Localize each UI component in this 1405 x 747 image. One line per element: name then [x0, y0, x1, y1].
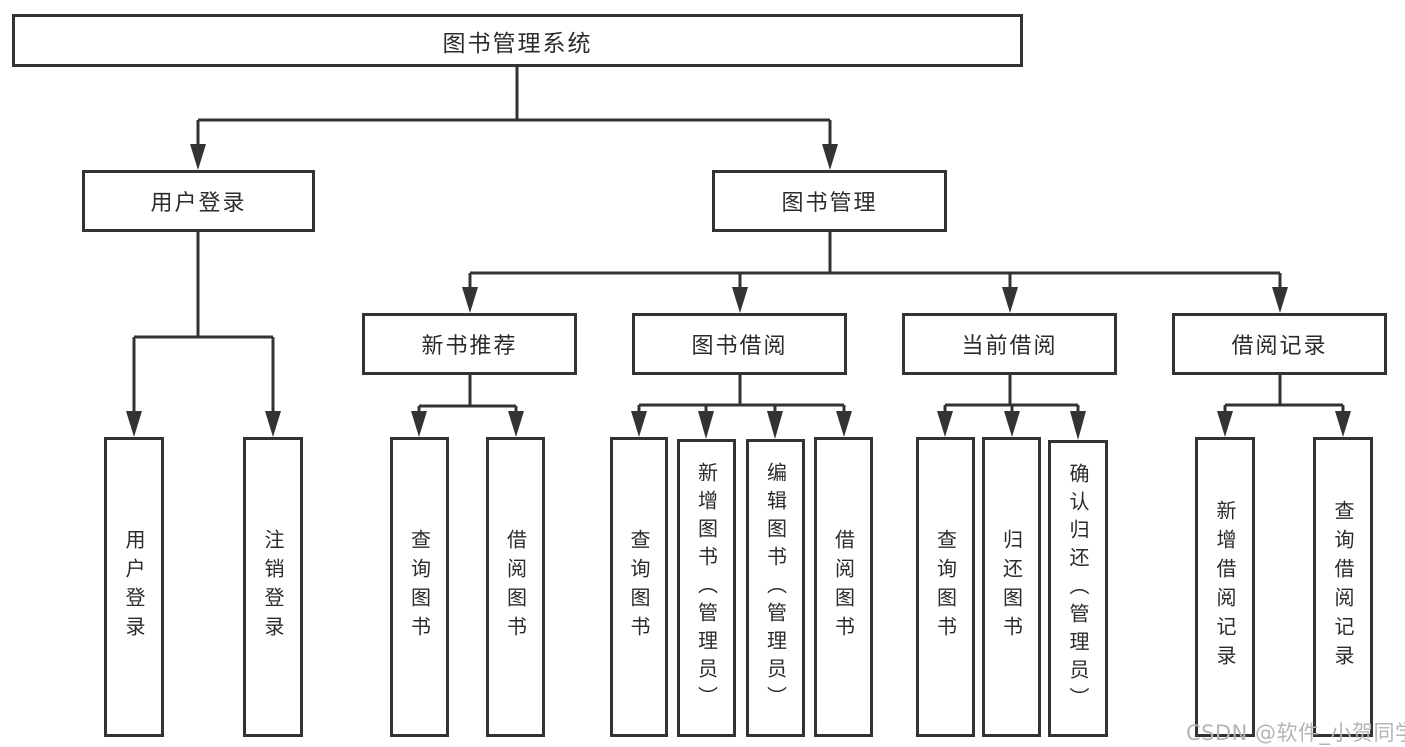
node-new-book-recommendation: 新书推荐	[362, 313, 577, 375]
node-book-borrowing: 图书借阅	[632, 313, 847, 375]
leaf-query-books-recommend: 查询图书	[390, 437, 449, 737]
node-borrowing-records: 借阅记录	[1172, 313, 1387, 375]
node-library-management-system: 图书管理系统	[12, 14, 1023, 67]
leaf-edit-books-admin: 编辑图书（管理员）	[746, 439, 805, 737]
node-user-login: 用户登录	[82, 170, 315, 232]
leaf-user-login: 用户登录	[104, 437, 164, 737]
leaf-query-books-current: 查询图书	[916, 437, 975, 737]
csdn-watermark: CSDN @软件_小贺同学	[1186, 721, 1405, 745]
leaf-query-books-borrow: 查询图书	[610, 437, 668, 737]
leaf-borrow-books: 借阅图书	[814, 437, 873, 737]
node-book-management: 图书管理	[712, 170, 947, 232]
leaf-query-borrow-record: 查询借阅记录	[1313, 437, 1373, 737]
leaf-logout: 注销登录	[243, 437, 303, 737]
leaf-confirm-return-admin: 确认归还（管理员）	[1048, 440, 1108, 737]
leaf-add-borrow-record: 新增借阅记录	[1195, 437, 1255, 737]
leaf-borrow-books-recommend: 借阅图书	[486, 437, 545, 737]
node-current-borrowing: 当前借阅	[902, 313, 1117, 375]
leaf-return-books: 归还图书	[982, 437, 1041, 737]
leaf-add-books-admin: 新增图书（管理员）	[677, 439, 736, 737]
